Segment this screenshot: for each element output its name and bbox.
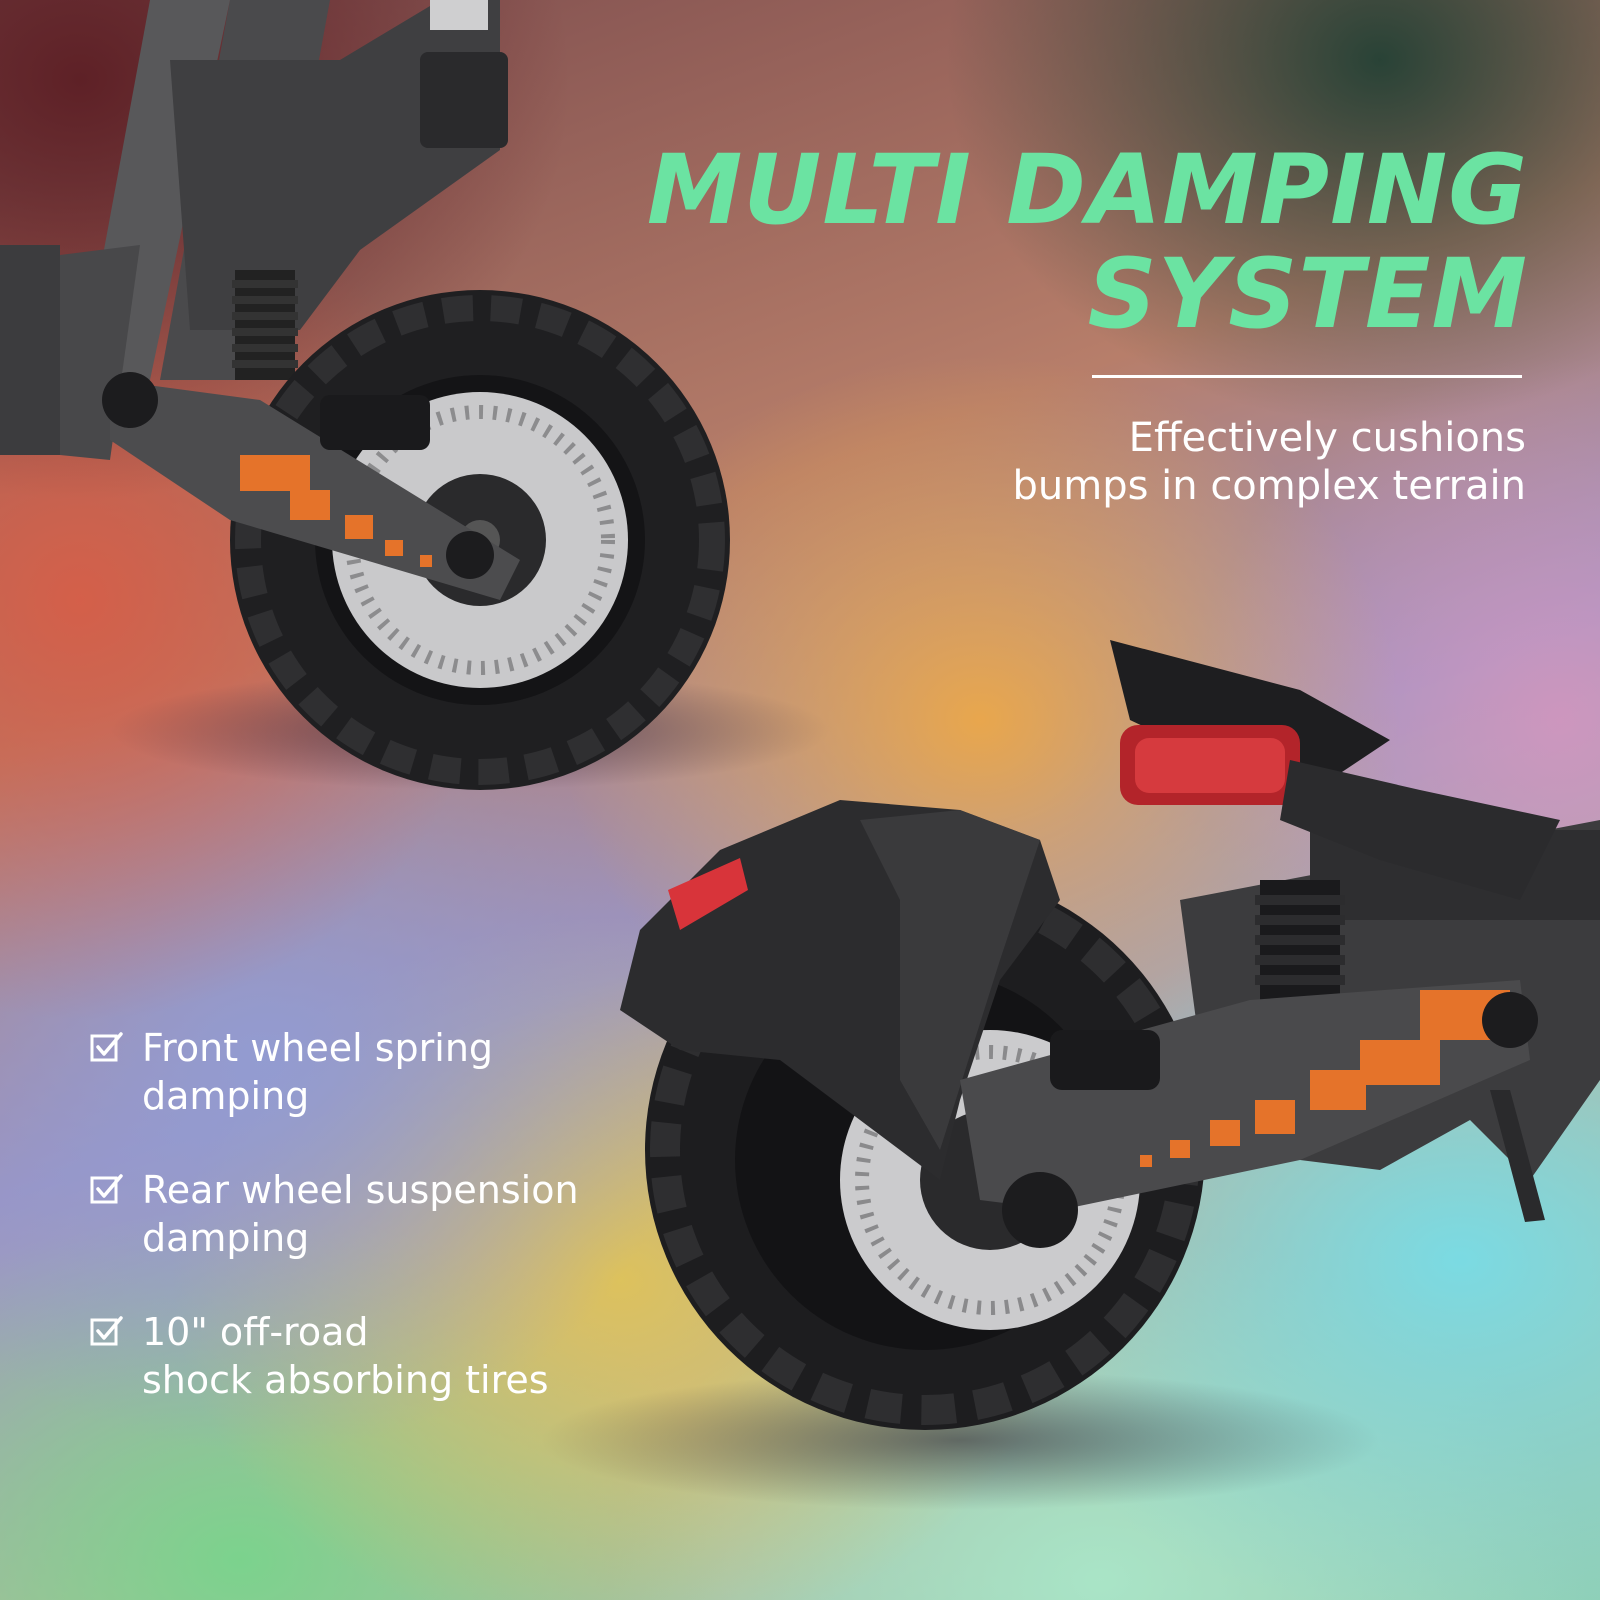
feature-item-rear-wheel: Rear wheel suspension damping: [90, 1166, 650, 1262]
feature-line-1: Front wheel spring: [142, 1026, 494, 1070]
headline-line-1: MULTI DAMPING: [646, 134, 1528, 246]
feature-line-2: damping: [142, 1216, 310, 1260]
feature-line-1: 10" off-road: [142, 1310, 369, 1354]
feature-list: Front wheel spring damping Rear wheel su…: [90, 1024, 650, 1450]
feature-line-2: damping: [142, 1074, 310, 1118]
headline-line-2: SYSTEM: [1087, 238, 1528, 350]
front-spring: [232, 270, 298, 380]
subtitle-line-2: bumps in complex terrain: [1012, 463, 1526, 509]
feature-line-2: shock absorbing tires: [142, 1358, 549, 1402]
headline: MULTI DAMPING SYSTEM: [628, 138, 1528, 346]
rear-spring: [1255, 880, 1345, 1010]
feature-item-front-wheel: Front wheel spring damping: [90, 1024, 650, 1120]
checkbox-icon: [90, 1174, 123, 1204]
feature-line-1: Rear wheel suspension: [142, 1168, 579, 1212]
divider: [1092, 375, 1522, 378]
subtitle-line-1: Effectively cushions: [1128, 415, 1526, 461]
feature-item-tires: 10" off-road shock absorbing tires: [90, 1308, 650, 1404]
rear-wheel-assembly: [540, 640, 1600, 1510]
front-wheel-assembly: [0, 0, 830, 790]
checkbox-icon: [90, 1032, 123, 1062]
checkbox-icon: [90, 1316, 123, 1346]
subtitle: Effectively cushions bumps in complex te…: [926, 414, 1526, 510]
